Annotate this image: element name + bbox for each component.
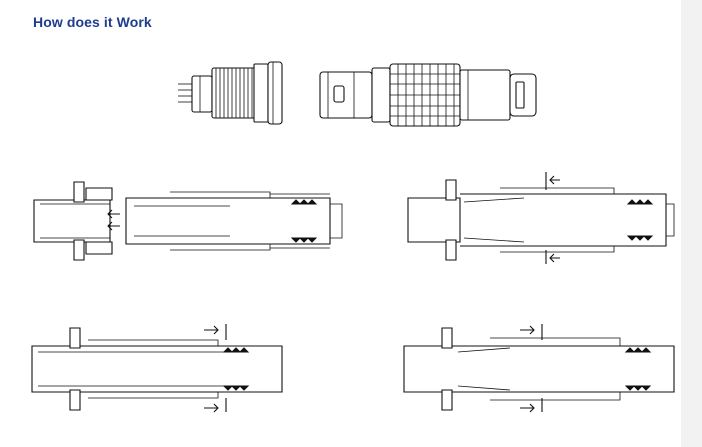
step-1-unmated-illustration xyxy=(30,178,348,264)
plug-illustration xyxy=(318,64,544,126)
step-2-engaging-illustration xyxy=(404,168,678,266)
side-panel-strip xyxy=(681,0,702,447)
document-page: How does it Work xyxy=(28,14,680,414)
section-heading: How does it Work xyxy=(33,14,152,30)
step-4-unlocking-illustration xyxy=(400,322,680,414)
receptacle-illustration xyxy=(172,60,290,126)
step-3-locked-illustration xyxy=(28,322,288,414)
